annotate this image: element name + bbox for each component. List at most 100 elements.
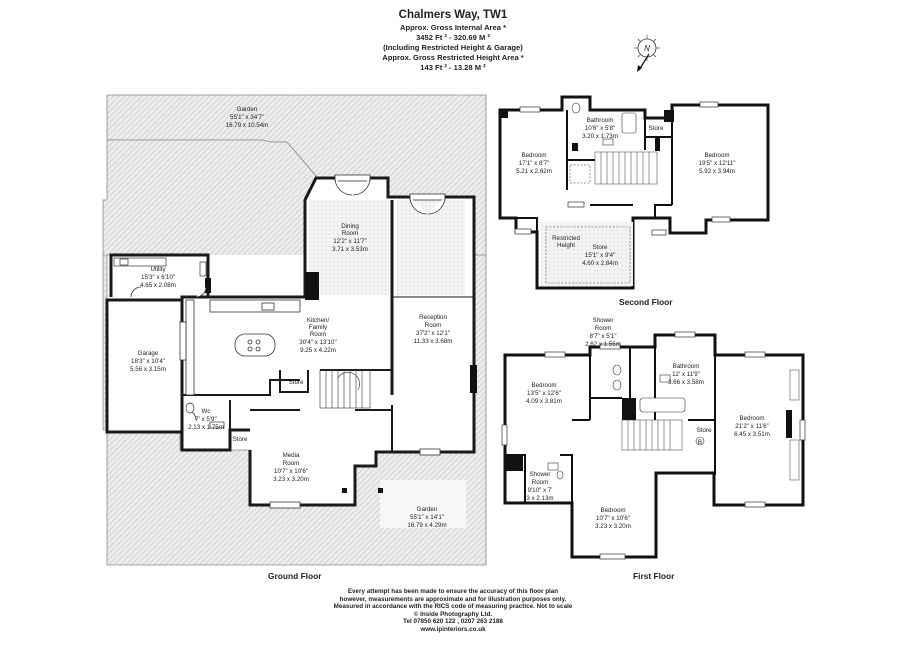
ff-shower-bottom-metric: 3 x 2.13m [526, 495, 553, 502]
ff-bedroom-right-imperial: 21'2" x 11'6" [735, 423, 768, 430]
ff-shower-bottom-name: Shower [530, 471, 551, 478]
garden-bottom-name: Garden [417, 506, 438, 513]
second-floor: Bedroom 17'1" x 8'7" 5.21 x 2.62m Bathro… [498, 95, 770, 290]
dining-name2: Room [342, 230, 359, 237]
wc-imperial: 7' x 5'9" [195, 416, 216, 423]
ground-floor-partitions [182, 296, 474, 452]
sf-store-metric: 4.60 x 2.84m [582, 260, 618, 267]
ff-bedroom-bottom-metric: 3.23 x 3.20m [595, 523, 631, 530]
sf-bedroom-right-name: Bedroom [704, 152, 729, 159]
disclaimer-line-2: however, measurements are approximate an… [339, 595, 567, 603]
wc-name: Wc [202, 408, 211, 415]
reception-name: Reception [419, 314, 447, 321]
garden-top-imperial: 55'1" x 34'7" [230, 114, 264, 121]
ff-bedroom-left-metric: 4.09 x 3.81m [526, 398, 562, 405]
ff-shower-top-name: Shower [593, 317, 614, 324]
website-line: www.ipinteriors.co.uk [420, 625, 486, 633]
sf-restricted-name2: Height [557, 242, 575, 249]
media-imperial: 10'7" x 10'6" [274, 468, 308, 475]
ground-floor-chimneys [205, 272, 477, 493]
kitchen-metric: 9.25 x 4.22m [300, 347, 336, 354]
sf-bathroom-metric: 3.20 x 1.73m [582, 133, 618, 140]
wc-metric: 2.13 x 1.75m [188, 424, 224, 431]
sf-store-name: Store [593, 244, 608, 251]
ff-shower-bottom-imperial: 9'10" x 7' [528, 487, 553, 494]
store-g2-name: Store [233, 436, 248, 443]
plan-footer: Every attempt has been made to ensure th… [0, 588, 906, 634]
utility-metric: 4.65 x 2.08m [140, 282, 176, 289]
phone-line: Tel 07850 620 122 , 0207 263 2188 [403, 618, 503, 626]
media-name2: Room [283, 460, 300, 467]
restricted-area-label: Approx. Gross Restricted Height Area * [382, 53, 524, 62]
ff-bathroom-imperial: 12' x 11'9" [672, 371, 700, 378]
utility-fixtures [113, 257, 207, 277]
sf-bedroom-left-metric: 5.21 x 2.62m [516, 168, 552, 175]
reception-imperial: 37'2" x 12'1" [416, 330, 450, 337]
ff-bedroom-right-metric: 6.45 x 3.51m [734, 431, 770, 438]
gross-area-note: (Including Restricted Height & Garage) [383, 43, 523, 52]
kitchen-imperial: 30'4" x 13'10" [299, 339, 336, 346]
utility-imperial: 15'3" x 6'10" [141, 274, 175, 281]
second-floor-label: Second Floor [619, 297, 673, 307]
restricted-area-value: 143 Ft ² - 13.28 M ² [420, 63, 486, 72]
kitchen-fixtures [179, 299, 301, 396]
ff-bathroom-name: Bathroom [673, 363, 700, 370]
ff-bedroom-bottom-name: Bedroom [600, 507, 625, 514]
garage-name: Garage [138, 350, 159, 357]
sf-store-small-name: Store [649, 125, 664, 132]
gross-area-label: Approx. Gross Internal Area * [399, 23, 507, 32]
garden-top-metric: 16.79 x 10.54m [226, 122, 269, 129]
garden-bottom-imperial: 55'1" x 14'1" [410, 514, 444, 521]
sf-bedroom-right-imperial: 19'5" x 12'11" [699, 160, 736, 167]
reception-metric: 11.33 x 3.68m [414, 338, 453, 345]
ground-floor-label: Ground Floor [268, 571, 322, 581]
kitchen-name2: Family [309, 324, 328, 331]
sf-bathroom-name: Bathroom [587, 117, 614, 124]
sf-restricted-name: Restricted [552, 235, 580, 242]
sf-bedroom-right-metric: 5.92 x 3.94m [699, 168, 735, 175]
reception-name2: Room [425, 322, 442, 329]
kitchen-name: Kitchen/ [307, 317, 330, 324]
wc-fixtures [185, 402, 225, 429]
ff-bedroom-left-imperial: 13'5" x 12'6" [527, 390, 561, 397]
garage-interior [107, 300, 182, 432]
ff-b-label: B [698, 439, 702, 446]
garden-top-name: Garden [237, 106, 258, 113]
utility-name: Utility [150, 266, 166, 273]
ground-floor-labels: Garden 55'1" x 34'7" 16.79 x 10.54m Dini… [130, 106, 452, 529]
ff-bathroom-metric: 3.66 x 3.58m [668, 379, 704, 386]
disclaimer-line-1: Every attempt has been made to ensure th… [347, 588, 559, 595]
kitchen-name3: Room [310, 331, 327, 338]
disclaimer-line-3: Measured in accordance with the RICS cod… [333, 603, 573, 611]
garden-bottom-plain [380, 480, 466, 528]
ff-shower-bottom-name2: Room [532, 479, 549, 486]
ff-shower-top-imperial: 8'7" x 5'1" [589, 333, 616, 340]
ff-store-name: Store [697, 427, 712, 434]
ff-shower-top-name2: Room [595, 325, 612, 332]
media-name: Media [283, 452, 300, 459]
dining-name: Dining [341, 223, 359, 230]
dining-imperial: 12'2" x 11'7" [333, 238, 366, 245]
media-metric: 3.23 x 3.20m [273, 476, 309, 483]
store-g1-name: Store [289, 379, 304, 386]
garage-imperial: 18'3" x 10'4" [131, 358, 165, 365]
ff-shower-top-metric: 2.62 x 1.55m [585, 341, 621, 348]
ff-bedroom-bottom-imperial: 10'7" x 10'6" [596, 515, 630, 522]
first-floor: Shower Room 8'7" x 5'1" 2.62 x 1.55m Bed… [501, 317, 806, 560]
reception-glazed-floor [397, 200, 465, 295]
compass-label: N [644, 44, 650, 53]
sf-bedroom-left-imperial: 17'1" x 8'7" [519, 160, 550, 167]
sf-bathroom-imperial: 10'6" x 5'8" [585, 125, 616, 132]
garden-bottom-metric: 16.79 x 4.29m [407, 522, 446, 529]
property-title: Chalmers Way, TW1 [398, 9, 508, 21]
dining-metric: 3.71 x 3.53m [332, 246, 368, 253]
copyright-line: © Inside Photography Ltd. [413, 610, 493, 618]
ff-bedroom-left-name: Bedroom [531, 382, 556, 389]
ground-stairs [319, 369, 371, 409]
plan-header: Chalmers Way, TW1 Approx. Gross Internal… [0, 8, 906, 73]
garage-metric: 5.56 x 3.15m [130, 366, 166, 373]
first-floor-label: First Floor [633, 571, 675, 581]
sf-store-imperial: 15'1" x 9'4" [585, 252, 616, 259]
dining-room-floor [309, 200, 389, 295]
